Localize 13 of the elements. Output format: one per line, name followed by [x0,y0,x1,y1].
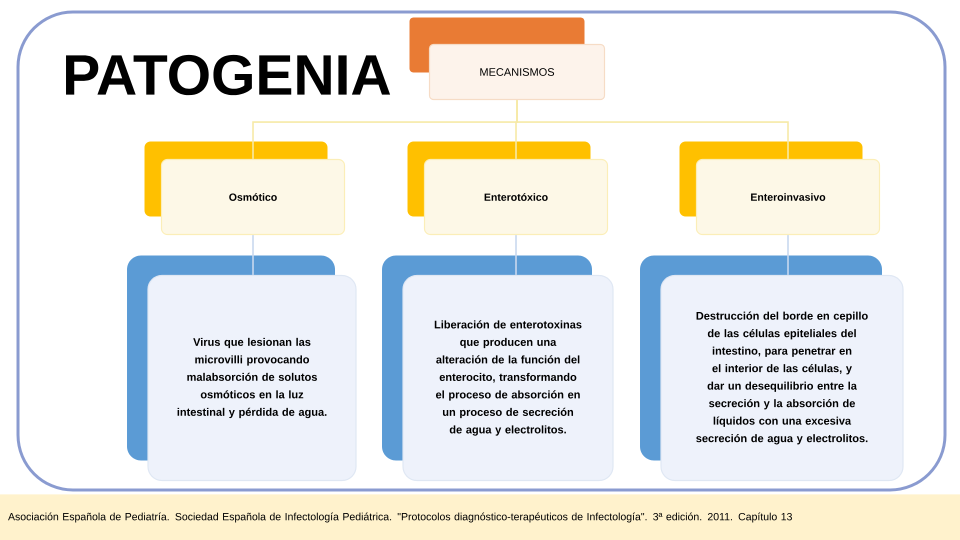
category-box: Osmótico [144,142,346,236]
description-box: Destrucción del borde en cepillo de las células epiteliales del intestino, para penetrar en el interior de las células, y dar un desequilibrio entre la secreción y la absorción de líquidos con una excesiva secreción de agua y electrolitos. [640,256,904,482]
header-box: MECANISMOS [410,18,606,100]
category-box: Enteroinvasivo [680,142,880,236]
title: PATOGENIA [66,54,390,96]
connector-line [787,235,789,275]
connector-line [516,100,789,159]
connector-line [252,235,254,275]
description-box: Virus que lesionan las microvilli provocando malabsorción de solutos osmóticos en la luz intestinal y pérdida de agua. [127,256,357,482]
connector-line [515,235,517,275]
reference-band: Asociación Española de Pediatría. Sociedad Española de Infectología Pediátrica. "Protocolos diagnóstico-terapéuticos de Infectología". 3ª edición. 2011. Capítulo 13 [0,494,960,540]
description-box: Liberación de enterotoxinas que producen una alteración de la función del enterocito, transformando el proceso de absorción en un proceso de secreción de agua y electrolitos. [382,256,614,482]
category-box: Enterotóxico [408,142,608,236]
